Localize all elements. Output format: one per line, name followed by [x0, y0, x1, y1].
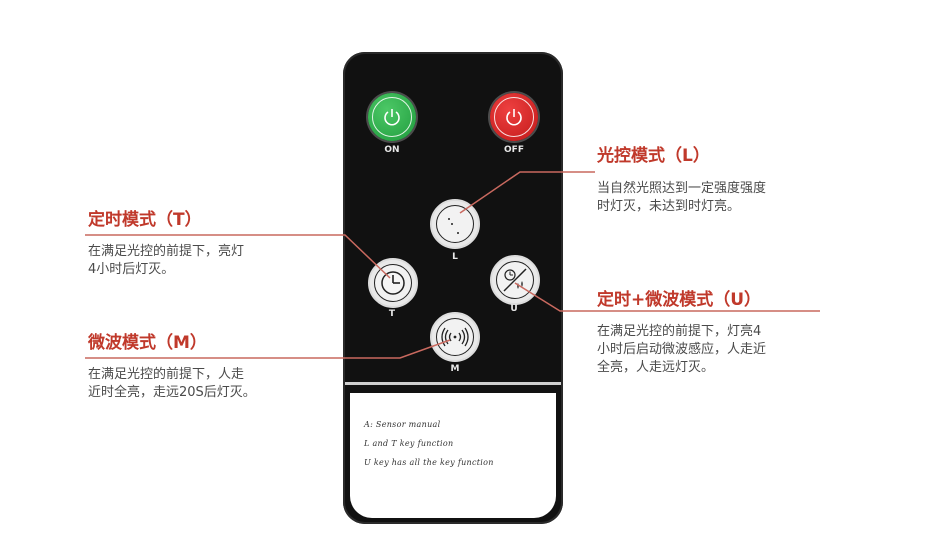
callout-description: 在满足光控的前提下，人走 近时全亮，走远20S后灯灭。	[88, 367, 256, 400]
off-button[interactable]	[490, 93, 538, 141]
off-label: OFF	[504, 145, 524, 155]
callout-title: 微波模式（M）	[88, 333, 207, 353]
moon-icon	[448, 216, 462, 234]
callout-light-mode: 光控模式（L） 当自然光照达到一定强度强度 时灯灭，未达到时灯亮。	[597, 141, 822, 216]
label-line: L and T key function	[364, 439, 454, 448]
microwave-mode-button[interactable]	[430, 312, 480, 362]
callout-title: 光控模式（L）	[597, 146, 710, 166]
clock-sensor-icon	[503, 268, 527, 292]
light-mode-label: L	[452, 252, 458, 262]
clock-icon	[381, 271, 405, 295]
light-mode-button[interactable]	[430, 199, 480, 249]
callout-microwave-mode: 微波模式（M） 在满足光控的前提下，人走 近时全亮，走远20S后灯灭。	[88, 328, 328, 402]
callout-title: 定时模式（T）	[88, 210, 202, 230]
remote-label-panel: A: Sensor manual L and T key function U …	[350, 393, 556, 518]
callout-title: 定时+微波模式（U）	[597, 290, 762, 310]
on-label: ON	[384, 145, 400, 155]
label-line: U key has all the key function	[364, 458, 494, 467]
timer-mode-label: T	[388, 309, 396, 319]
callout-timer-mode: 定时模式（T） 在满足光控的前提下，亮灯 4小时后灯灭。	[88, 205, 318, 279]
callout-timer-microwave-mode: 定时+微波模式（U） 在满足光控的前提下，灯亮4 小时后启动微波感应，人走近 全…	[597, 285, 827, 377]
label-line: A: Sensor manual	[364, 420, 441, 429]
callout-description: 在满足光控的前提下，灯亮4 小时后启动微波感应，人走近 全亮，人走远灯灭。	[597, 324, 767, 375]
microwave-mode-label: M	[450, 364, 460, 374]
power-icon	[506, 109, 522, 126]
timer-microwave-mode-button[interactable]	[490, 255, 540, 305]
callout-description: 当自然光照达到一定强度强度 时灯灭，未达到时灯亮。	[597, 181, 767, 214]
remote-divider	[345, 382, 561, 385]
timer-microwave-mode-label: U	[510, 304, 518, 314]
on-button[interactable]	[368, 93, 416, 141]
callout-description: 在满足光控的前提下，亮灯 4小时后灯灭。	[88, 244, 245, 277]
timer-mode-button[interactable]	[368, 258, 418, 308]
power-icon	[384, 109, 400, 126]
sensor-wave-icon	[441, 327, 469, 347]
